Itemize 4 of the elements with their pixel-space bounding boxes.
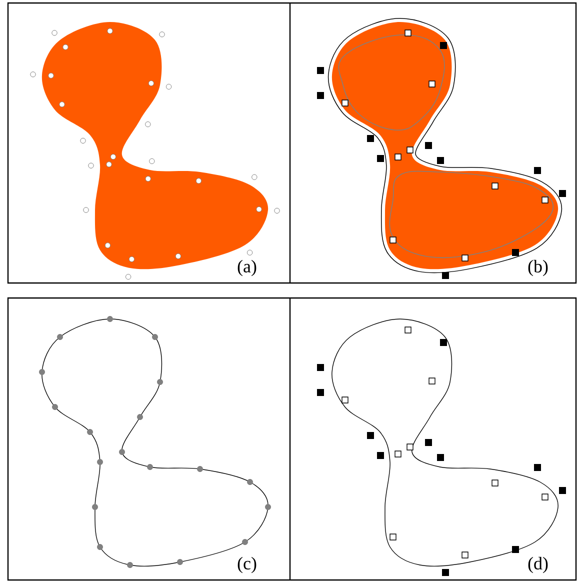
panel-label: (b) xyxy=(528,260,548,276)
panel-label: (a) xyxy=(238,260,256,276)
panel-label: (d) xyxy=(528,556,548,574)
panel-label: (c) xyxy=(238,556,256,574)
